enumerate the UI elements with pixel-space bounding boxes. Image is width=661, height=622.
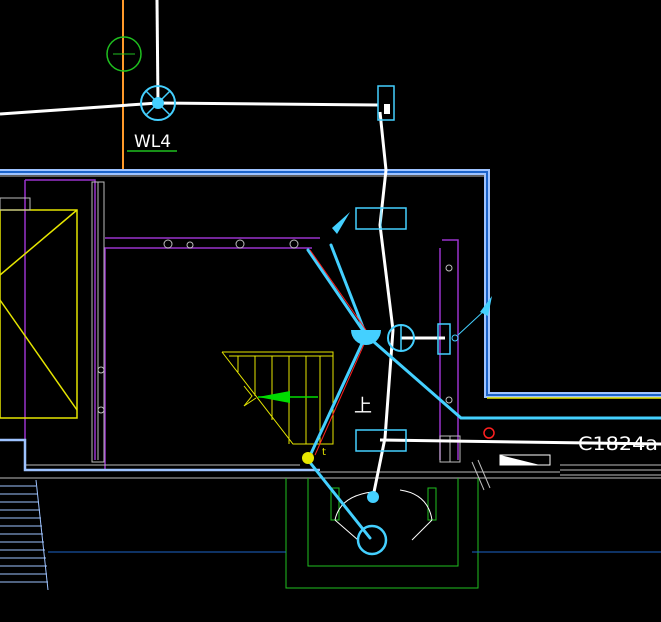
red-mark [483, 427, 495, 439]
fixture-conduits [306, 243, 661, 540]
stair-flight [221, 351, 334, 445]
round-light-center [387, 324, 415, 352]
switch-node-yellow [302, 452, 314, 464]
half-moon-light [351, 330, 381, 345]
red-trace-2 [314, 341, 366, 456]
wall-socket-right [437, 296, 492, 355]
lower-room-outline [285, 478, 479, 589]
double-door [334, 489, 433, 541]
direction-arrow-upper [332, 212, 350, 234]
exterior-wall [0, 169, 661, 399]
circuit-tag-label: WL4 [134, 132, 171, 152]
stair-up-label: 上 [354, 396, 372, 417]
axis-marker-circle [106, 36, 142, 72]
right-bench-fill [500, 455, 540, 465]
stair-direction-arrow [258, 391, 318, 403]
circuit-wiring [0, 0, 661, 498]
ceiling-light-fixture [140, 85, 176, 121]
switch-box-upper [355, 207, 407, 230]
left-box-frame [0, 197, 31, 211]
red-trace [309, 249, 367, 331]
cyan-wall-left [0, 438, 320, 472]
junction-box-top [377, 85, 395, 121]
small-mark-label: t [322, 447, 326, 458]
left-equipment-box [0, 209, 78, 419]
fixture-door-light [356, 491, 388, 556]
switch-box-lower [355, 429, 407, 452]
left-stair-hatch [0, 479, 49, 591]
structural-details [0, 175, 661, 491]
interior-partition [24, 179, 459, 470]
